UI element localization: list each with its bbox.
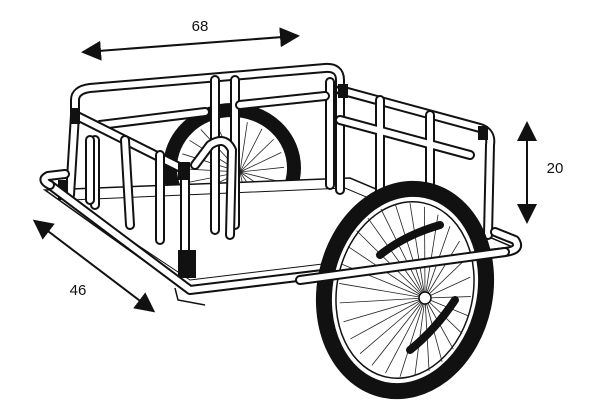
height-label: 20 — [547, 160, 564, 177]
wheel-spoke — [359, 297, 426, 355]
wheel-spoke — [424, 296, 471, 299]
width-label: 46 — [70, 282, 87, 299]
wheel-spoke — [424, 276, 471, 299]
wheel-spoke — [339, 283, 426, 299]
length-dimension-arrow — [81, 27, 300, 61]
length-label: 68 — [192, 18, 209, 35]
wheel-spoke — [350, 297, 426, 340]
wheel-spoke — [343, 297, 426, 323]
wheel-spoke — [239, 122, 248, 173]
wheel-spoke — [380, 208, 426, 299]
wheel-spoke — [424, 240, 460, 299]
wheel-spoke — [385, 297, 426, 374]
wheel-spoke — [239, 166, 285, 173]
wheel-spoke — [409, 203, 426, 299]
wheel-spoke — [367, 217, 426, 299]
wheel-spoke — [371, 297, 426, 366]
wheel-spoke — [394, 203, 426, 299]
front-panel — [58, 108, 237, 278]
width-dimension-arrow — [32, 219, 156, 313]
wheel-spoke — [424, 257, 467, 299]
wheel-spoke — [239, 152, 282, 173]
wheel-spoke — [339, 297, 426, 304]
front-wheel — [315, 180, 495, 400]
wheel-spoke — [399, 297, 426, 377]
wheel-spoke — [239, 138, 274, 173]
wheel-spoke — [239, 128, 263, 173]
